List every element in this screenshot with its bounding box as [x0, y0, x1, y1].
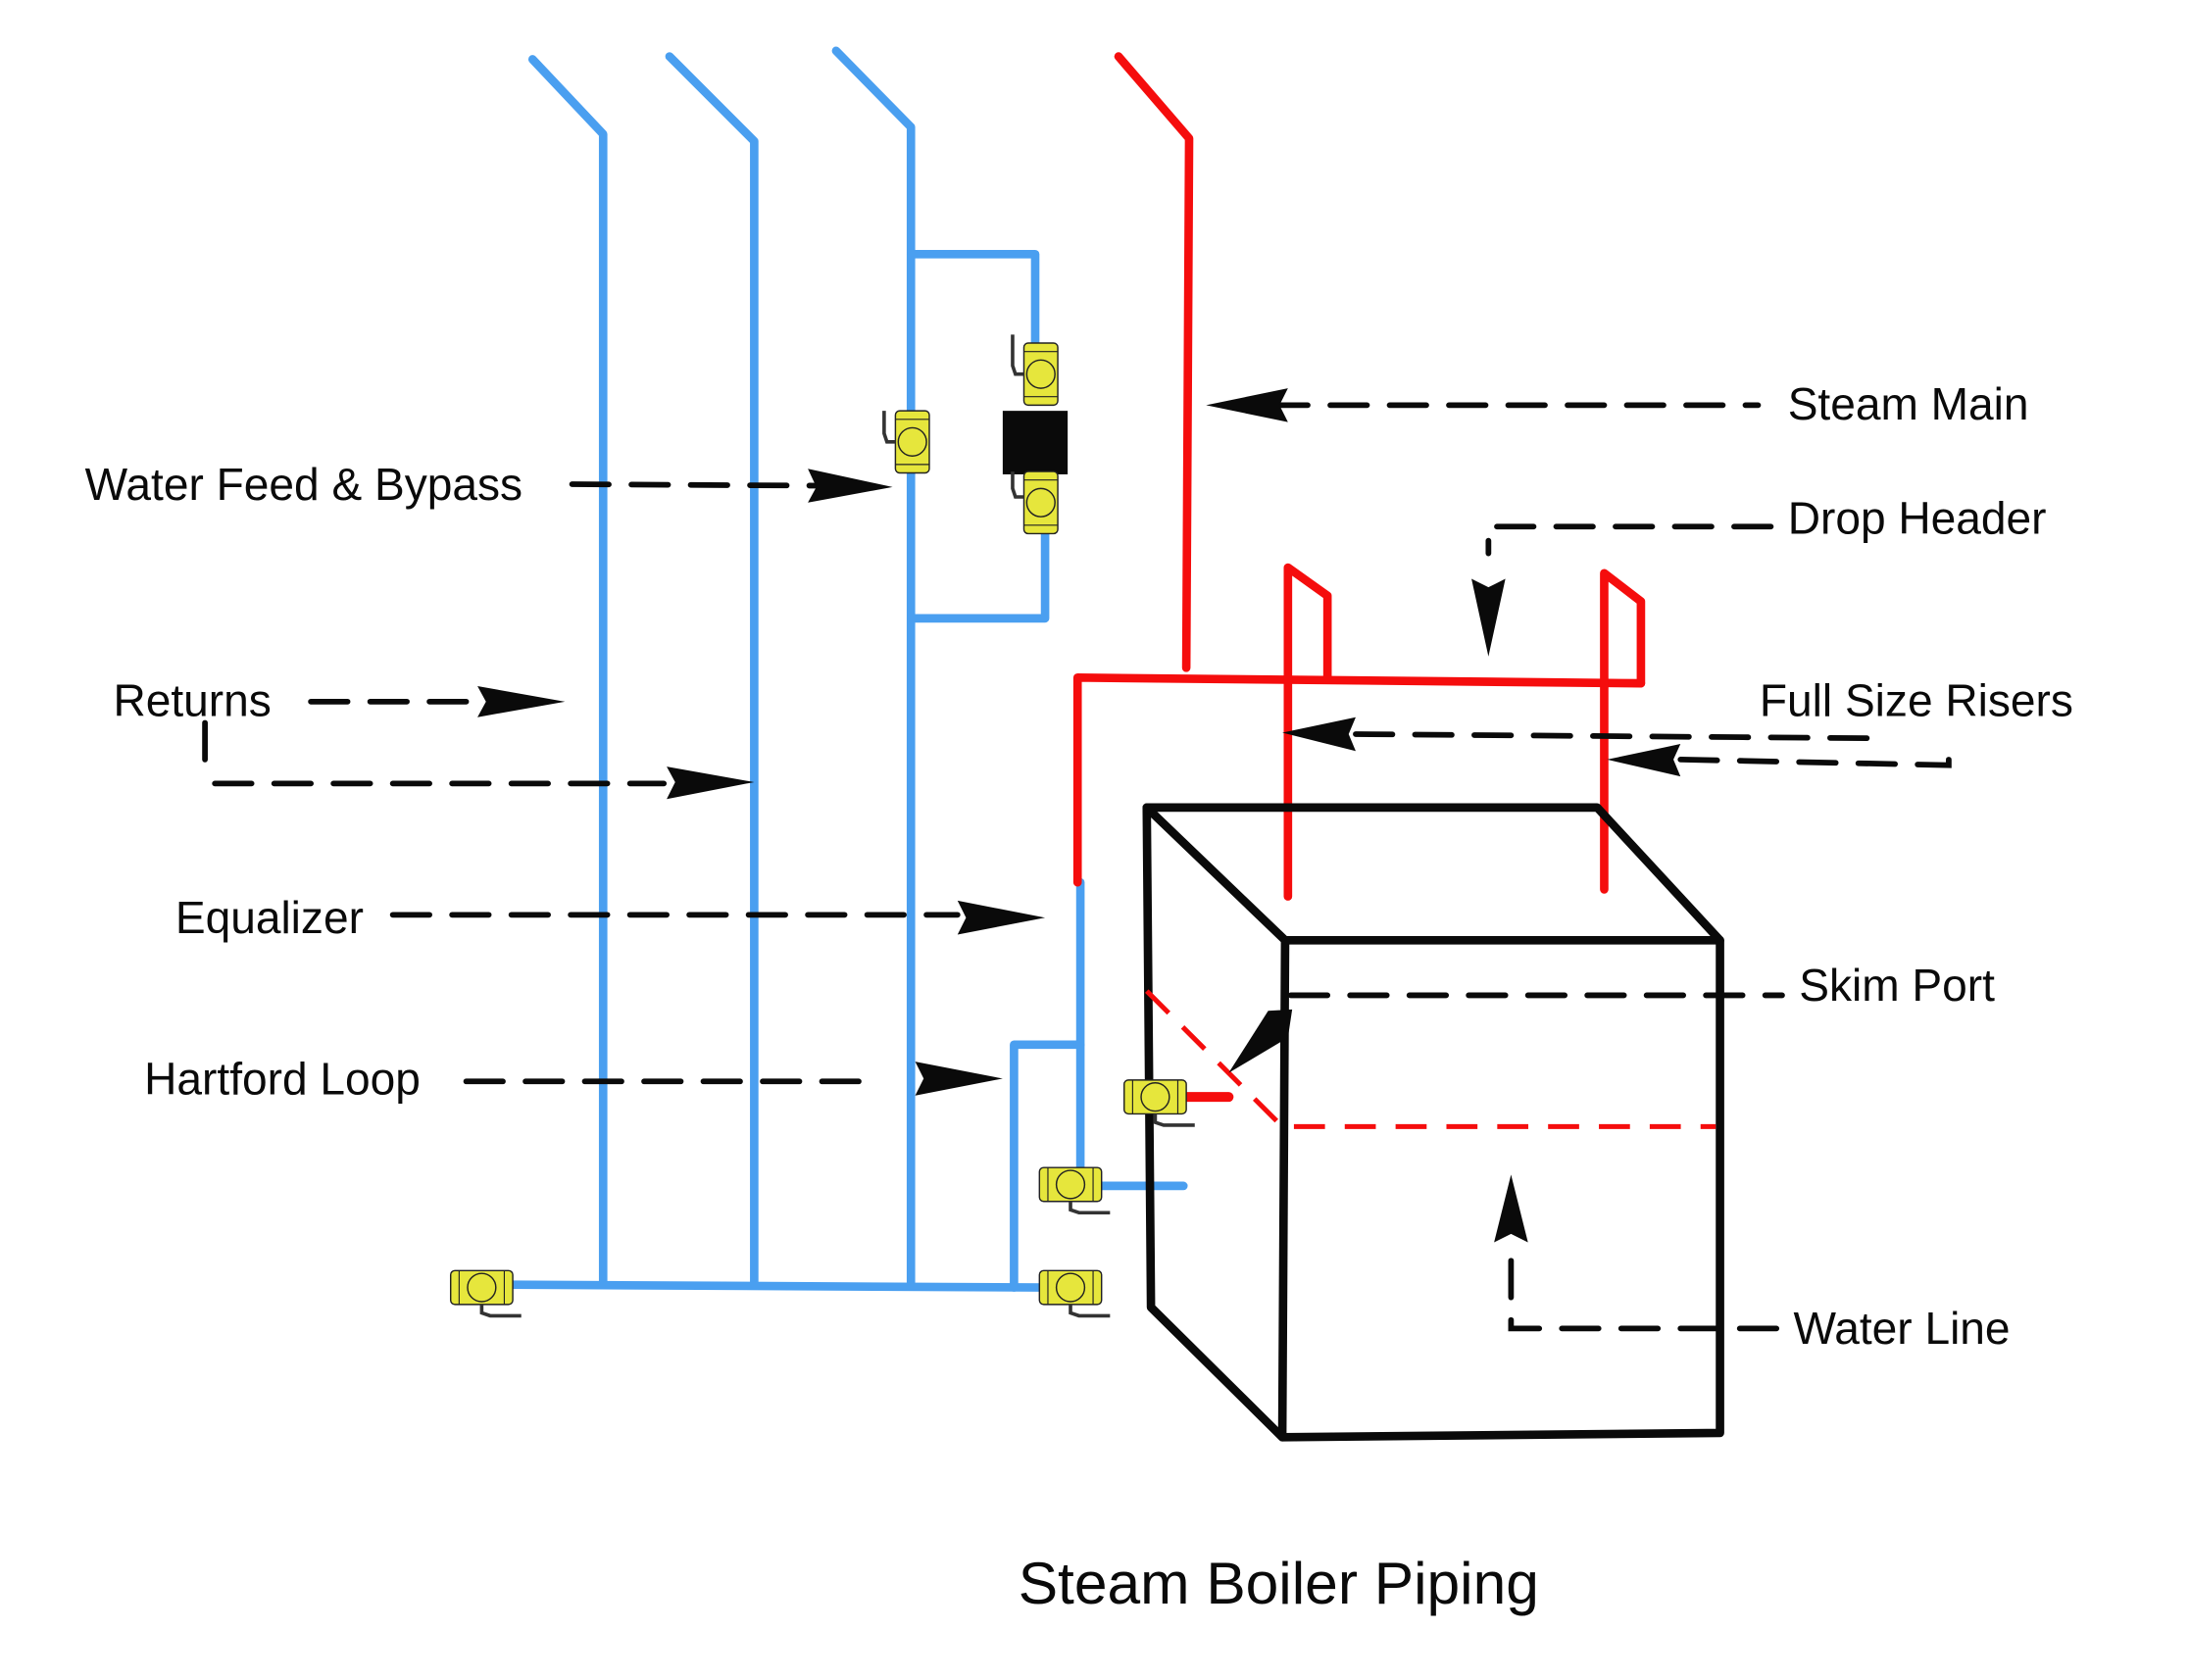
label-hartford-loop: Hartford Loop	[144, 1053, 421, 1104]
label-skim-port: Skim Port	[1799, 960, 1995, 1011]
valve-icon	[882, 410, 930, 474]
arrow-icon	[477, 686, 566, 717]
wet-return-header	[507, 1280, 1050, 1292]
arrow-icon	[1206, 388, 1288, 422]
leader-drop-header	[1485, 523, 1774, 557]
arrow-icon	[1471, 578, 1506, 657]
valve-icon	[449, 1269, 522, 1318]
label-steam-main: Steam Main	[1788, 378, 2029, 429]
arrow-icon	[667, 766, 755, 800]
label-equalizer: Equalizer	[175, 892, 364, 943]
bypass-loop	[906, 249, 1040, 358]
valve-icon	[1038, 1269, 1111, 1318]
arrow-icon	[1494, 1174, 1528, 1243]
arrow-icon	[915, 1062, 1003, 1096]
valve-icon	[1123, 1079, 1195, 1127]
return-pipe-1	[527, 55, 608, 1290]
bypass-loop-lower	[906, 518, 1050, 623]
arrow-icon	[957, 900, 1046, 935]
arrow-icon	[1607, 744, 1681, 777]
valve-icon	[1038, 1166, 1111, 1215]
water-line-dashed	[1145, 989, 1716, 1129]
leaders	[202, 388, 1952, 1332]
label-water-feed-bypass: Water Feed & Bypass	[85, 459, 522, 510]
leader-risers-1	[1353, 731, 1887, 742]
label-full-size-risers: Full Size Risers	[1760, 674, 2073, 725]
steam-main-pipe	[1114, 52, 1194, 672]
leader-risers-2	[1677, 738, 1952, 768]
valve-icon	[1011, 470, 1059, 535]
valves	[449, 334, 1195, 1318]
arrow-icon	[808, 469, 893, 503]
leader-water-line	[1508, 1242, 1780, 1332]
label-water-line: Water Line	[1793, 1303, 2010, 1354]
arrow-icon	[1228, 1009, 1293, 1073]
riser-right	[1600, 568, 1646, 894]
valve-icon	[1011, 334, 1059, 407]
hartford-loop-pipe	[1010, 1040, 1085, 1292]
diagram-title: Steam Boiler Piping	[1019, 1550, 1539, 1616]
arrow-icon	[1282, 716, 1356, 752]
return-pipes	[507, 46, 1188, 1292]
boiler	[1142, 803, 1724, 1442]
label-drop-header: Drop Header	[1788, 492, 2047, 543]
water-feeder-block	[1002, 411, 1069, 474]
drop-header-pipe	[1072, 673, 1646, 887]
leader-water-feed	[569, 481, 820, 489]
label-returns: Returns	[113, 674, 271, 725]
return-pipe-3	[831, 46, 916, 1290]
return-pipe-2	[665, 52, 759, 1290]
